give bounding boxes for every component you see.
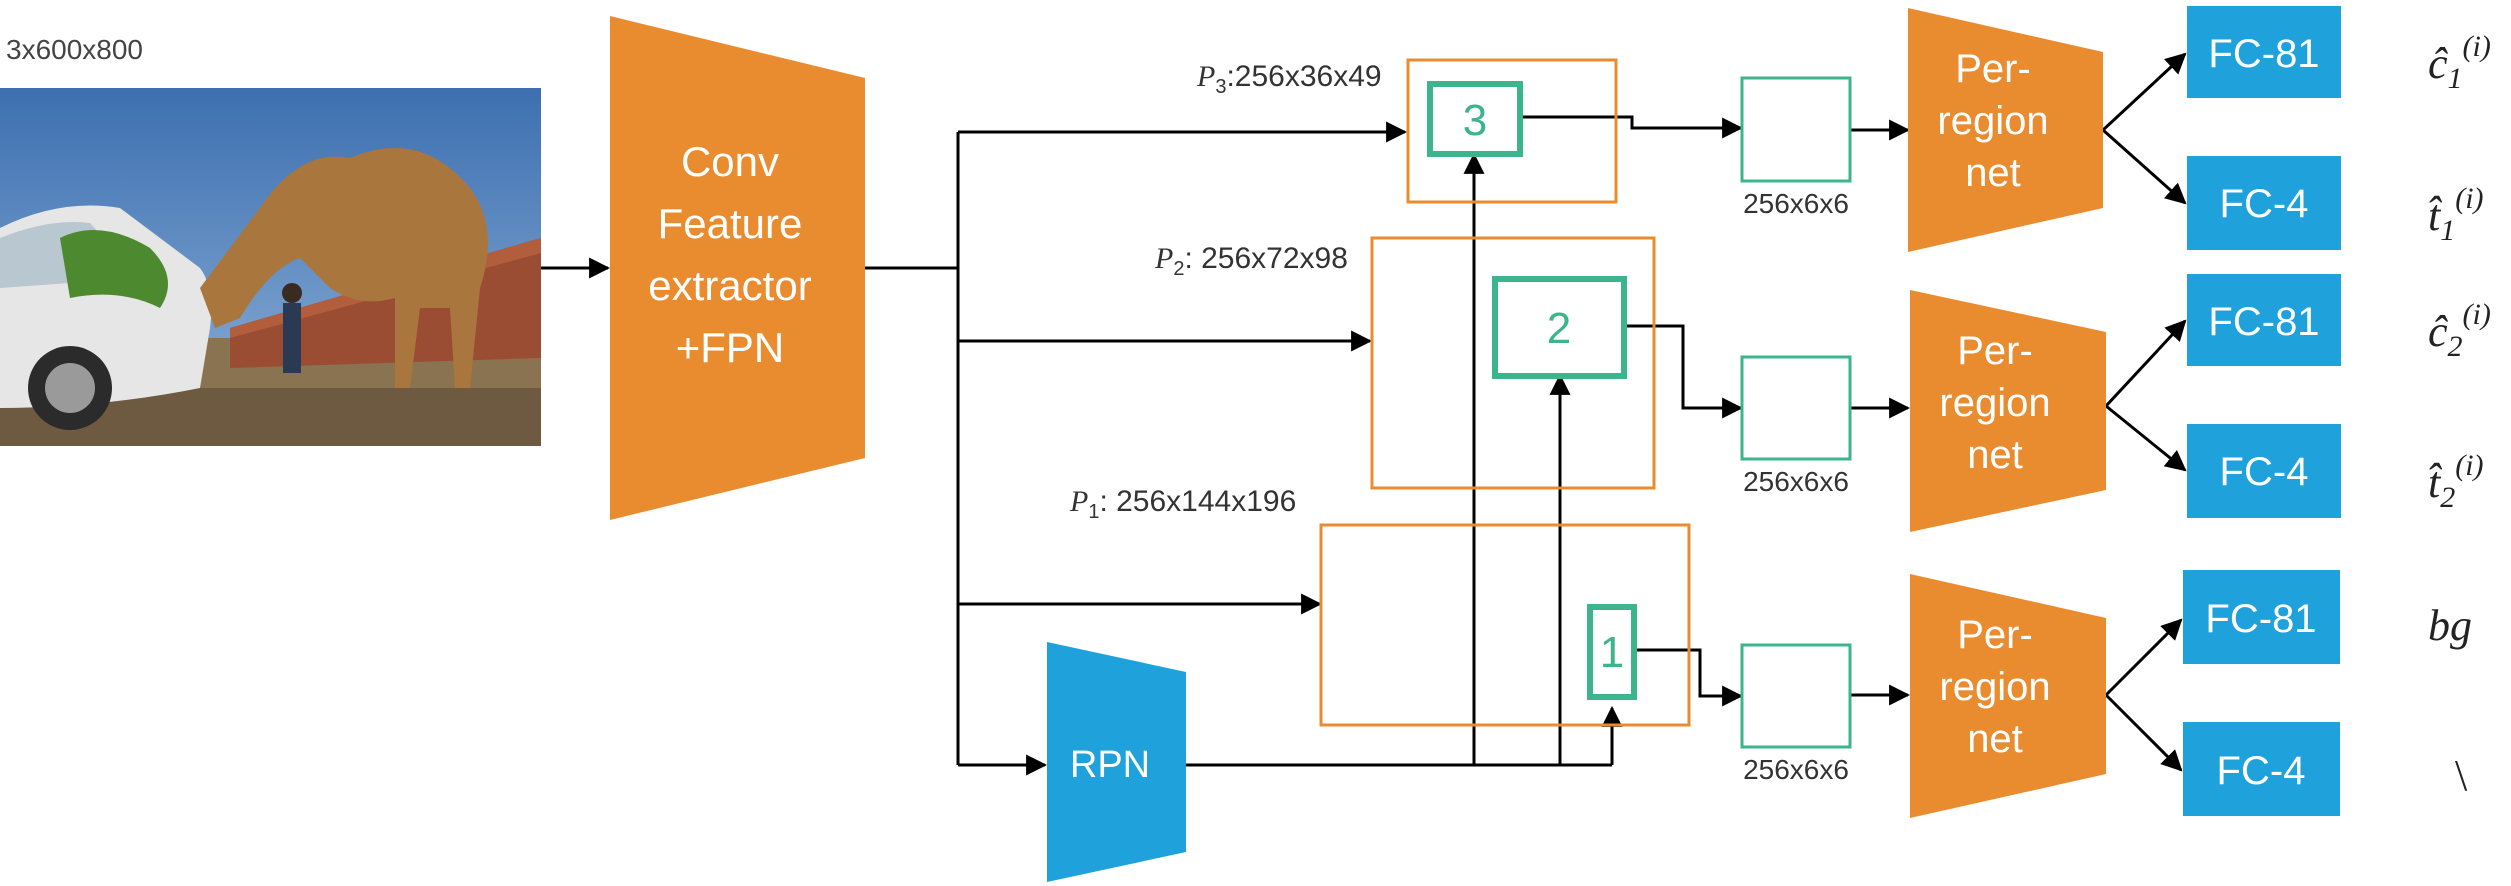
per-region-net-line: net [1967, 717, 2023, 761]
fc4-label-2: FC-4 [2220, 450, 2309, 494]
per-region-net-line: region [1937, 99, 2048, 143]
backbone-line: +FPN [676, 324, 785, 371]
backbone-line: Conv [681, 138, 779, 185]
pooled-box-1 [1740, 76, 1852, 183]
connectors [541, 52, 2187, 776]
fc81-box-1 [2187, 6, 2341, 98]
fc81-box-3 [2183, 570, 2340, 664]
roi-box-1 [1587, 604, 1637, 700]
fc81-label-2: FC-81 [2208, 300, 2319, 344]
arrow-net1-to-fc4 [2102, 128, 2187, 205]
pooled-box-3 [1740, 643, 1852, 749]
pooled-features: 256x6x6 256x6x6 256x6x6 [1740, 76, 1852, 785]
output-cls-1: ĉ1(i) [2428, 30, 2491, 95]
output-reg-1: t̂1(i) [2428, 182, 2484, 247]
input-photo-camel [0, 88, 541, 446]
fc4-box-2 [2187, 424, 2341, 518]
per-region-net-line: Per- [1957, 613, 2033, 657]
fc81-label-1: FC-81 [2208, 32, 2319, 76]
roi-box-3 [1427, 81, 1523, 157]
per-region-net-line: Per- [1957, 329, 2033, 373]
fc4-box-1 [2187, 156, 2341, 250]
arrow-net2-to-fc4 [2105, 404, 2187, 472]
pooled-size-label: 256x6x6 [1743, 188, 1849, 219]
arrow-net2-to-fc81 [2104, 319, 2187, 408]
output-reg-2: t̂2(i) [2428, 449, 2484, 514]
roi-box-2 [1492, 276, 1627, 379]
input-size-label: 3x600x800 [6, 34, 144, 65]
arrow-net3-to-fc81 [2104, 618, 2183, 697]
feature-map-p1 [1319, 523, 1691, 727]
output-cls-3: bg [2428, 601, 2472, 650]
per-region-net-2 [1910, 290, 2106, 532]
pooled-box-2 [1740, 355, 1852, 461]
arrow-roi3-to-pool [1520, 115, 1744, 139]
head-2: Per- region net FC-81 FC-4 ĉ2(i) t̂2(i) [1910, 274, 2491, 532]
per-region-net-line: region [1939, 381, 2050, 425]
feature-map-label-p1: P1: 256x144x196 [1069, 485, 1296, 523]
input-image [0, 88, 541, 446]
output-reg-3: \ [2455, 751, 2468, 800]
per-region-net-3 [1910, 574, 2106, 818]
per-region-net-line: net [1965, 151, 2021, 195]
feature-map-label-p2: P2: 256x72x98 [1154, 242, 1348, 280]
feature-pyramid: P3:256x36x49 P2: 256x72x98 P1: 256x144x1… [1069, 58, 1691, 727]
rpn-block: RPN [1047, 642, 1186, 882]
backbone-block: Conv Feature extractor +FPN [610, 16, 865, 520]
backbone-line: Feature [658, 200, 803, 247]
fc4-box-3 [2183, 722, 2340, 816]
head-1: Per- region net FC-81 FC-4 ĉ1(i) t̂1(i) [1908, 6, 2491, 252]
pooled-size-label: 256x6x6 [1743, 754, 1849, 785]
per-region-net-line: net [1967, 433, 2023, 477]
roi-label-2: 2 [1547, 304, 1571, 353]
fc81-box-2 [2187, 274, 2341, 366]
fc4-label-3: FC-4 [2217, 749, 2306, 793]
arrow-net1-to-fc81 [2101, 52, 2187, 132]
fc81-label-3: FC-81 [2205, 597, 2316, 641]
per-region-net-1 [1908, 8, 2103, 252]
arrow-roi2-to-pool [1624, 324, 1744, 419]
output-cls-2: ĉ2(i) [2428, 298, 2491, 363]
fc4-label-1: FC-4 [2220, 182, 2309, 226]
per-region-net-line: region [1939, 665, 2050, 709]
feature-map-label-p3: P3:256x36x49 [1196, 60, 1382, 98]
roi-label-3: 3 [1463, 96, 1487, 145]
roi-label-1: 1 [1600, 628, 1624, 677]
backbone-trapezoid [610, 16, 865, 520]
arrow-net3-to-fc4 [2104, 693, 2183, 772]
backbone-line: extractor [648, 262, 811, 309]
feature-map-p3 [1406, 58, 1618, 204]
head-3: Per- region net FC-81 FC-4 bg \ [1910, 570, 2472, 818]
rpn-trapezoid [1047, 642, 1186, 882]
arrow-roi1-to-pool [1636, 648, 1744, 707]
per-region-net-line: Per- [1955, 47, 2031, 91]
feature-map-p2 [1370, 236, 1656, 490]
pooled-size-label: 256x6x6 [1743, 466, 1849, 497]
rpn-label: RPN [1070, 744, 1150, 786]
